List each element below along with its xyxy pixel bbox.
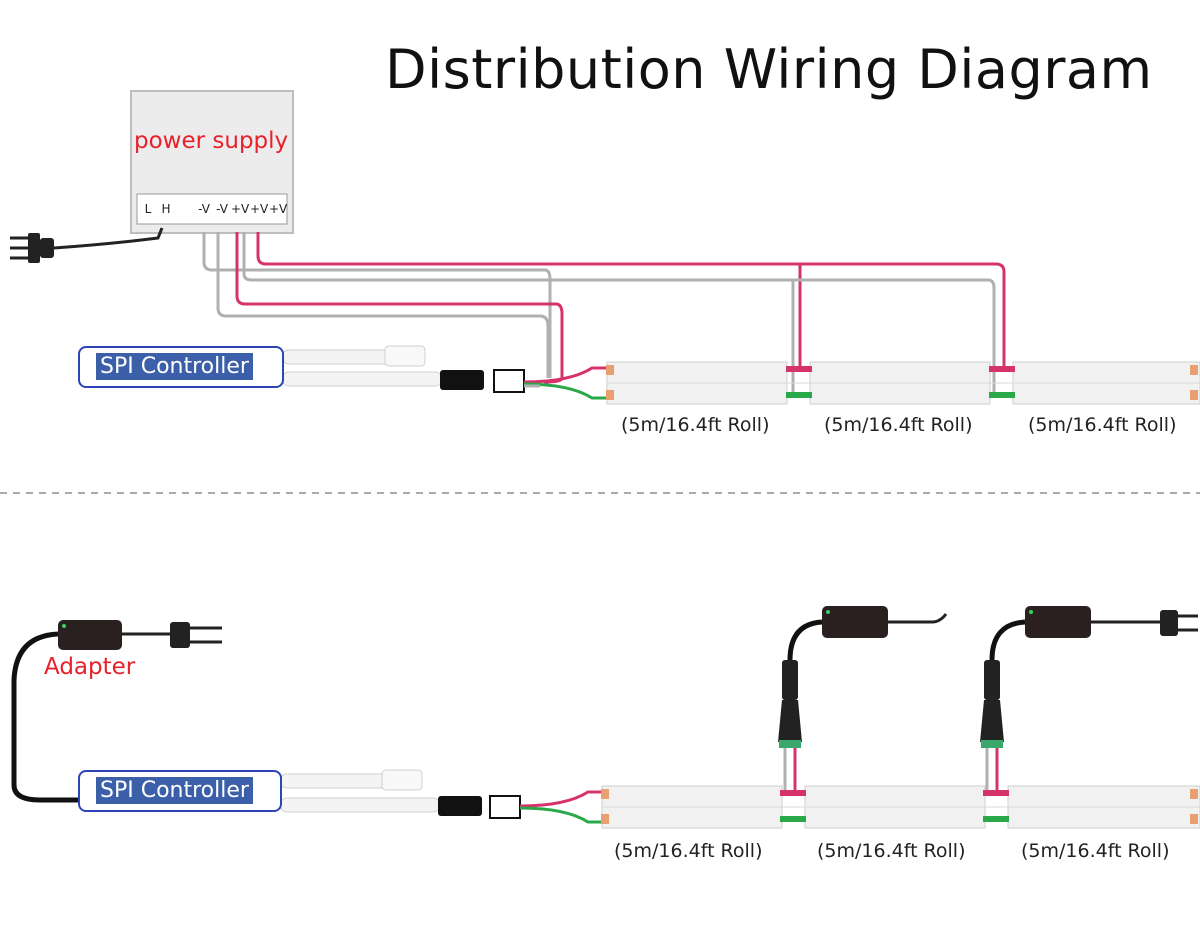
roll-label-bottom-1: (5m/16.4ft Roll): [614, 840, 763, 862]
spi-controller-label: SPI Controller: [96, 353, 253, 380]
injection-adapter-1: [778, 606, 948, 790]
dc-jack-icon: [782, 660, 798, 700]
power-supply-label: power supply: [134, 128, 289, 154]
roll-label-bottom-3: (5m/16.4ft Roll): [1021, 840, 1170, 862]
injection-adapter-2: [980, 606, 1198, 790]
adapter-label: Adapter: [44, 654, 136, 680]
bottom-strips: [601, 785, 1200, 829]
terminal-neg-1: -V: [198, 202, 210, 216]
controller-cables-bottom: [279, 769, 606, 824]
connector-icon: [440, 370, 484, 390]
adapter-icon: [11, 620, 222, 803]
terminal-pos-2: +V: [250, 202, 269, 216]
controller-cables-top: [281, 345, 612, 400]
spi-controller-bottom: SPI Controller: [78, 770, 282, 812]
plug-icon: [10, 227, 164, 263]
connector-icon: [493, 369, 525, 393]
top-strips: [606, 361, 1200, 405]
roll-label-top-1: (5m/16.4ft Roll): [621, 414, 770, 436]
top-wires: [202, 232, 1006, 392]
terminal-h: H: [161, 202, 171, 216]
roll-label-top-3: (5m/16.4ft Roll): [1028, 414, 1177, 436]
spi-controller-top: SPI Controller: [78, 346, 284, 388]
terminal-blank: [175, 196, 193, 222]
diagram-title: Distribution Wiring Diagram: [385, 38, 1153, 101]
terminal-pos-1: +V: [231, 202, 250, 216]
roll-label-bottom-2: (5m/16.4ft Roll): [817, 840, 966, 862]
terminal-strip: [136, 193, 288, 225]
terminal-l: L: [144, 202, 152, 216]
spi-controller-label: SPI Controller: [96, 777, 253, 804]
terminal-pos-3: +V: [269, 202, 288, 216]
roll-label-top-2: (5m/16.4ft Roll): [824, 414, 973, 436]
terminal-neg-2: -V: [216, 202, 228, 216]
